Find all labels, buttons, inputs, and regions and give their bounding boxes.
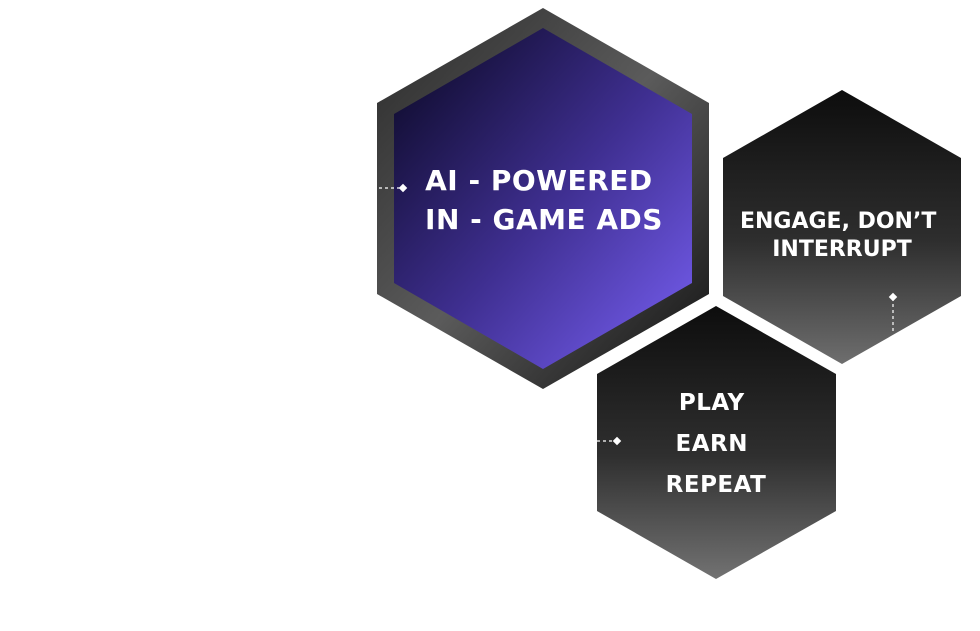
play-line-1: PLAY: [679, 390, 745, 416]
hexagon-engage-text: ENGAGE, DON’T INTERRUPT: [740, 209, 944, 262]
hexagon-play-text: PLAY EARN REPEAT: [666, 390, 767, 498]
play-connector-dot: [612, 436, 622, 446]
play-line-2: EARN: [676, 431, 748, 457]
hexagon-play-shape: [597, 306, 836, 579]
main-line-2: IN - GAME ADS: [425, 203, 663, 236]
main-connector-dot: [398, 183, 408, 193]
hexagon-main: AI - POWERED IN - GAME ADS: [373, 8, 709, 389]
engage-line-1: ENGAGE, DON’T: [740, 209, 936, 234]
hexagon-main-text: AI - POWERED IN - GAME ADS: [425, 164, 663, 236]
hexagon-engage-shape: [723, 90, 961, 364]
engage-connector-dot: [888, 292, 898, 302]
play-line-3: REPEAT: [666, 472, 767, 498]
hexagon-engage: ENGAGE, DON’T INTERRUPT: [723, 90, 961, 364]
hexagon-play: PLAY EARN REPEAT: [597, 306, 836, 579]
engage-line-2: INTERRUPT: [772, 237, 912, 262]
hexagon-main-shape: [394, 28, 692, 369]
main-line-1: AI - POWERED: [425, 164, 652, 197]
